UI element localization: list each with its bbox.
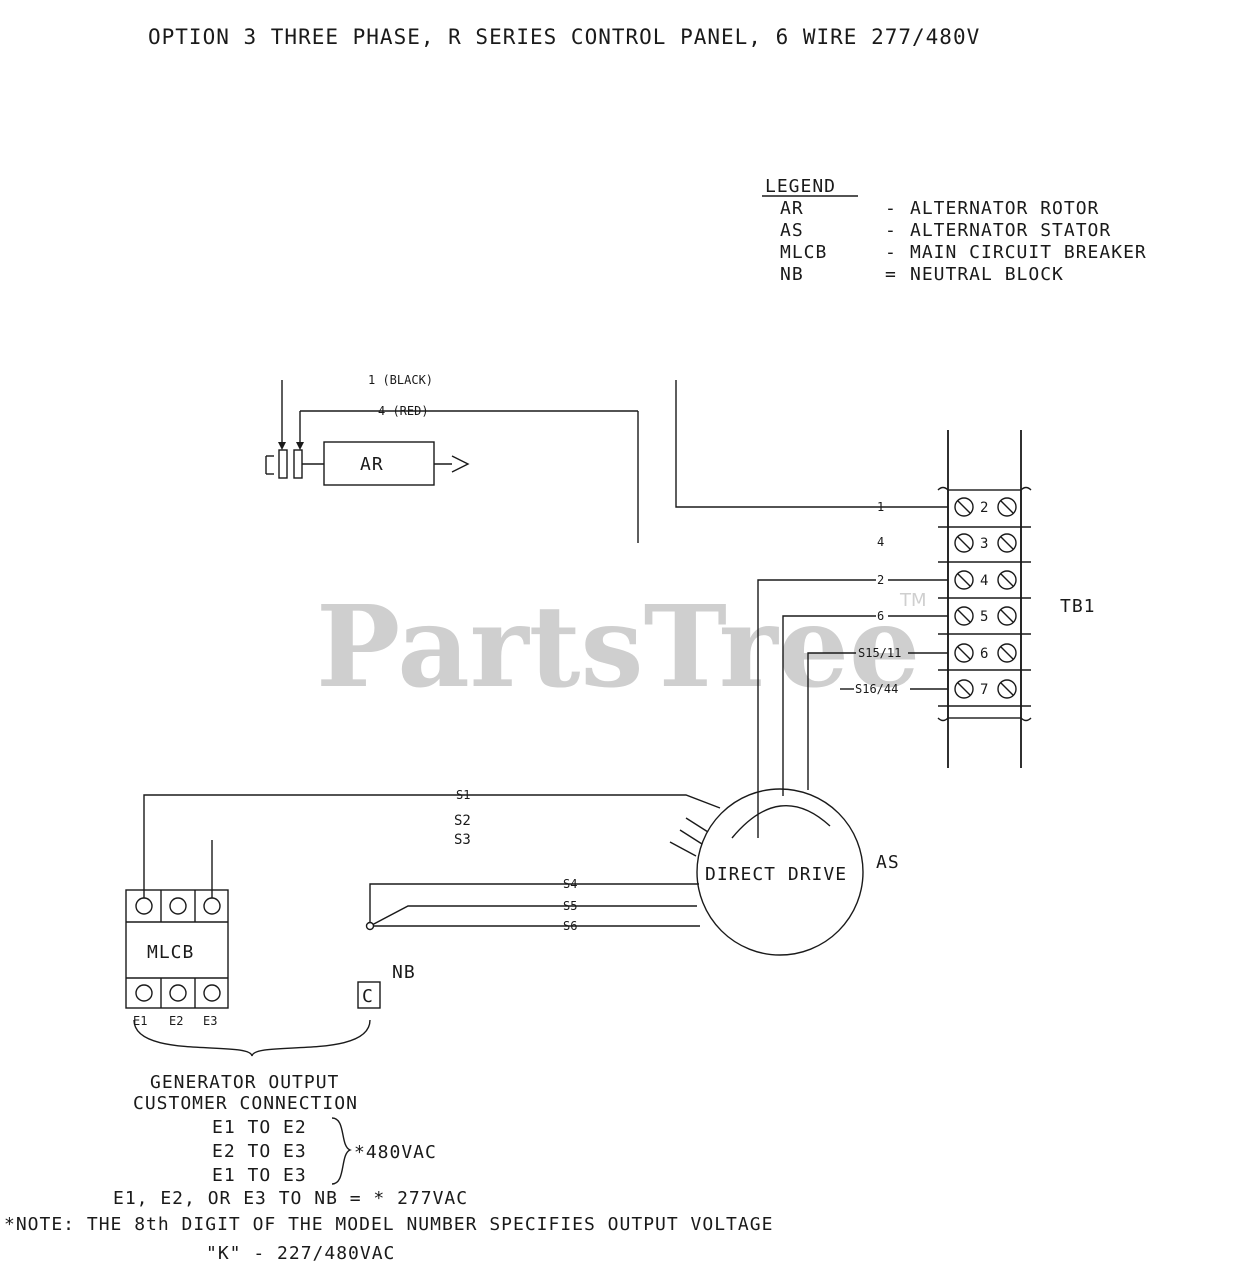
legend-desc: MAIN CIRCUIT BREAKER xyxy=(910,242,1147,263)
terminal-block-tb1: 2 3 4 5 6 7 TB1 1 4 2 6 S15/11 S16/44 xyxy=(855,430,1096,768)
tb-wire-label: S15/11 xyxy=(858,646,901,660)
legend-sep: = xyxy=(885,264,897,285)
tb1-label: TB1 xyxy=(1060,596,1096,617)
alternator-stator: DIRECT DRIVE AS S1 S2 S3 S4 S5 S6 xyxy=(143,788,900,956)
breaker-terminal: E2 xyxy=(169,1014,183,1028)
lead-label: S4 xyxy=(563,877,577,891)
neutral-block-label: NB xyxy=(392,962,416,983)
legend-sep: - xyxy=(885,242,897,263)
terminal-number: 2 xyxy=(980,500,988,516)
breaker-terminal: E3 xyxy=(203,1014,217,1028)
stator-label: AS xyxy=(876,852,900,873)
output-pair: E1 TO E3 xyxy=(212,1165,307,1186)
rotor-label: AR xyxy=(360,454,384,475)
terminal-number: 4 xyxy=(980,573,988,589)
terminal-number: 3 xyxy=(980,536,988,552)
output-notes: GENERATOR OUTPUT CUSTOMER CONNECTION E1 … xyxy=(4,1072,773,1264)
legend-desc: NEUTRAL BLOCK xyxy=(910,264,1064,285)
breaker-label: MLCB xyxy=(147,942,194,963)
output-voltage: *480VAC xyxy=(354,1142,437,1163)
output-neutral-line: E1, E2, OR E3 TO NB = * 277VAC xyxy=(113,1188,468,1209)
legend-code: AS xyxy=(780,220,804,241)
neutral-terminal: C xyxy=(362,986,374,1007)
lead-label: S3 xyxy=(454,832,471,848)
stator-center-text: DIRECT DRIVE xyxy=(705,864,847,885)
wire-label-red: 4 (RED) xyxy=(378,404,429,418)
lead-label: S2 xyxy=(454,813,471,829)
legend-sep: - xyxy=(885,220,897,241)
lead-label: S6 xyxy=(563,919,577,933)
terminal-number: 5 xyxy=(980,609,988,625)
diagram-title: OPTION 3 THREE PHASE, R SERIES CONTROL P… xyxy=(148,25,980,49)
terminal-dividers xyxy=(937,486,1032,707)
watermark-text: PartsTree xyxy=(316,582,920,713)
legend-desc: ALTERNATOR STATOR xyxy=(910,220,1111,241)
legend-heading: LEGEND xyxy=(765,176,836,197)
legend: LEGEND AR - ALTERNATOR ROTOR AS - ALTERN… xyxy=(762,176,1147,285)
lead-label: S1 xyxy=(456,788,470,802)
terminal-number: 7 xyxy=(980,682,988,698)
tb-wire-label: 4 xyxy=(877,535,884,549)
neutral-block: C NB xyxy=(357,962,416,1009)
watermark-tm: TM xyxy=(899,590,927,611)
terminal-number: 6 xyxy=(980,646,988,662)
main-circuit-breaker: MLCB E1 E2 E3 xyxy=(125,840,229,1028)
voltage-brace xyxy=(331,1117,352,1185)
legend-code: AR xyxy=(780,198,804,219)
output-heading-1: GENERATOR OUTPUT xyxy=(150,1072,339,1093)
legend-code: MLCB xyxy=(780,242,827,263)
legend-sep: - xyxy=(885,198,897,219)
breaker-terminal: E1 xyxy=(133,1014,147,1028)
lead-label: S5 xyxy=(563,899,577,913)
output-pair: E1 TO E2 xyxy=(212,1117,307,1138)
tb-wire-label: S16/44 xyxy=(855,682,898,696)
tb-wire-label: 2 xyxy=(877,573,884,587)
note-line-2: "K" - 227/480VAC xyxy=(206,1243,395,1264)
alternator-rotor: AR 1 (BLACK) 4 (RED) xyxy=(265,373,639,543)
note-line-1: *NOTE: THE 8th DIGIT OF THE MODEL NUMBER… xyxy=(4,1214,773,1235)
output-heading-2: CUSTOMER CONNECTION xyxy=(133,1093,358,1114)
legend-desc: ALTERNATOR ROTOR xyxy=(910,198,1099,219)
output-brace xyxy=(133,1019,371,1057)
tb-wire-label: 6 xyxy=(877,609,884,623)
wire-label-black: 1 (BLACK) xyxy=(368,373,433,387)
output-pair: E2 TO E3 xyxy=(212,1141,307,1162)
legend-code: NB xyxy=(780,264,804,285)
tb-wire-label: 1 xyxy=(877,500,884,514)
